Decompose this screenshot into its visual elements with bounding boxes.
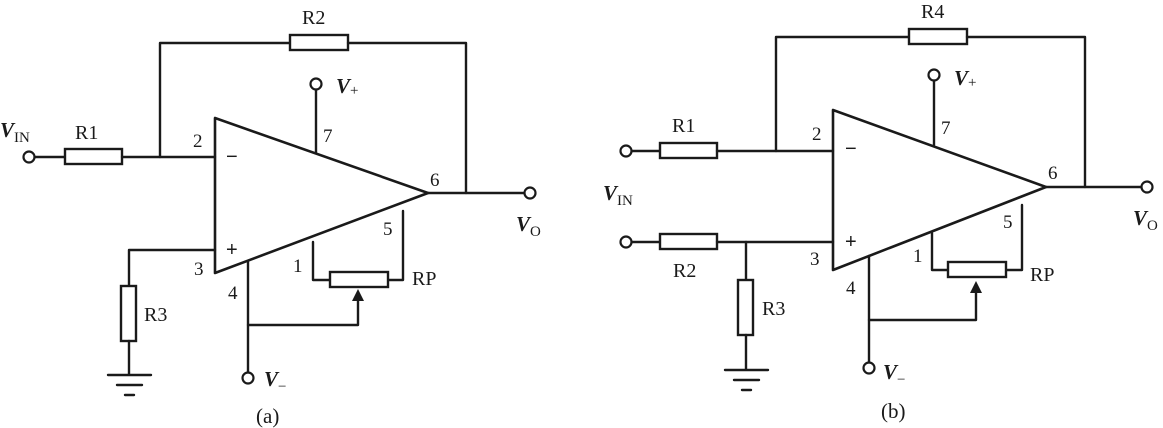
minus-sign-b: − [845, 138, 857, 160]
label-vin-a: VIN [0, 118, 30, 146]
label-r4-b: R4 [921, 1, 944, 23]
wire-b-wiper [867, 289, 978, 322]
pin-7-a: 7 [323, 126, 333, 147]
wire-a-null5 [386, 209, 405, 282]
label-vin-b: VIN [603, 181, 633, 209]
label-vplus-a: V+ [336, 74, 358, 99]
caption-b: (b) [881, 399, 906, 423]
vin-terminal-b [619, 144, 633, 158]
resistor-r4-b [907, 27, 969, 46]
wire-a-noninv [127, 248, 217, 288]
label-vout-b: VO [1133, 206, 1158, 234]
resistor-r2-a [288, 33, 350, 52]
pin-5-b: 5 [1003, 212, 1013, 233]
label-rp-b: RP [1030, 264, 1054, 286]
opamp-b-body [831, 108, 1048, 272]
ground-icon [723, 368, 770, 392]
label-rp-a: RP [412, 268, 436, 290]
pin-1-b: 1 [913, 246, 923, 267]
wire-a-wiper [246, 297, 360, 327]
pin-4-a: 4 [228, 283, 238, 304]
pin-2-a: 2 [193, 131, 203, 152]
resistor-r1-a [63, 147, 124, 166]
wire-a-null1 [311, 240, 332, 282]
label-vplus-b: V+ [954, 66, 976, 91]
wire-b-null5 [1004, 203, 1024, 272]
vout-terminal-b [1140, 180, 1154, 194]
pin-5-a: 5 [383, 219, 393, 240]
resistor-r3-b [736, 278, 755, 337]
pin-6-a: 6 [430, 170, 440, 191]
wire-b-fb2 [965, 35, 1087, 189]
pin-1-a: 1 [293, 256, 303, 277]
vplus-terminal-a [309, 77, 323, 91]
vplus-terminal-b [927, 68, 941, 82]
ground-icon [106, 373, 153, 397]
label-r3-a: R3 [144, 304, 167, 326]
plus-sign-a: + [226, 239, 238, 261]
circuit-b: R4 R1 R2 R3 RP 2 3 4 6 7 1 5 − + VIN VO … [603, 1, 1158, 423]
label-r2-b: R2 [673, 260, 696, 282]
pin-3-b: 3 [810, 249, 820, 270]
pin-4-b: 4 [846, 278, 856, 299]
label-vminus-b: V− [883, 360, 905, 388]
caption-a: (a) [256, 404, 279, 428]
resistor-r3-a [119, 284, 138, 343]
circuit-a: R2 R1 R3 RP 2 3 4 6 7 1 5 − + VIN VO V+ … [0, 7, 541, 428]
pin-2-b: 2 [812, 124, 822, 145]
resistor-r1-b [658, 141, 719, 160]
vin2-terminal-b [619, 235, 633, 249]
vin-terminal-a [22, 150, 36, 164]
opamp-a-body [213, 116, 430, 275]
label-r2-a: R2 [302, 7, 325, 29]
pin-3-a: 3 [194, 259, 204, 280]
potentiometer-rp-b [946, 260, 1008, 279]
resistor-r2-b [658, 232, 719, 251]
label-vminus-a: V− [264, 367, 286, 395]
pin-6-b: 6 [1048, 163, 1058, 184]
label-r3-b: R3 [762, 298, 785, 320]
vminus-terminal-a [241, 371, 255, 385]
minus-sign-a: − [226, 146, 238, 168]
wiper-arrow-icon [970, 281, 982, 293]
potentiometer-rp-a [328, 270, 390, 289]
wire-a-fb2 [346, 41, 468, 195]
plus-sign-b: + [845, 231, 857, 253]
wire-b-null1 [930, 231, 950, 272]
label-vout-a: VO [516, 212, 541, 240]
wiper-arrow-icon [352, 289, 364, 301]
vminus-terminal-b [862, 361, 876, 375]
label-r1-b: R1 [672, 115, 695, 137]
pin-7-b: 7 [941, 118, 951, 139]
label-r1-a: R1 [75, 122, 98, 144]
wire-b-fb1 [774, 35, 911, 153]
wire-a-fb1 [158, 41, 292, 159]
vout-terminal-a [523, 186, 537, 200]
